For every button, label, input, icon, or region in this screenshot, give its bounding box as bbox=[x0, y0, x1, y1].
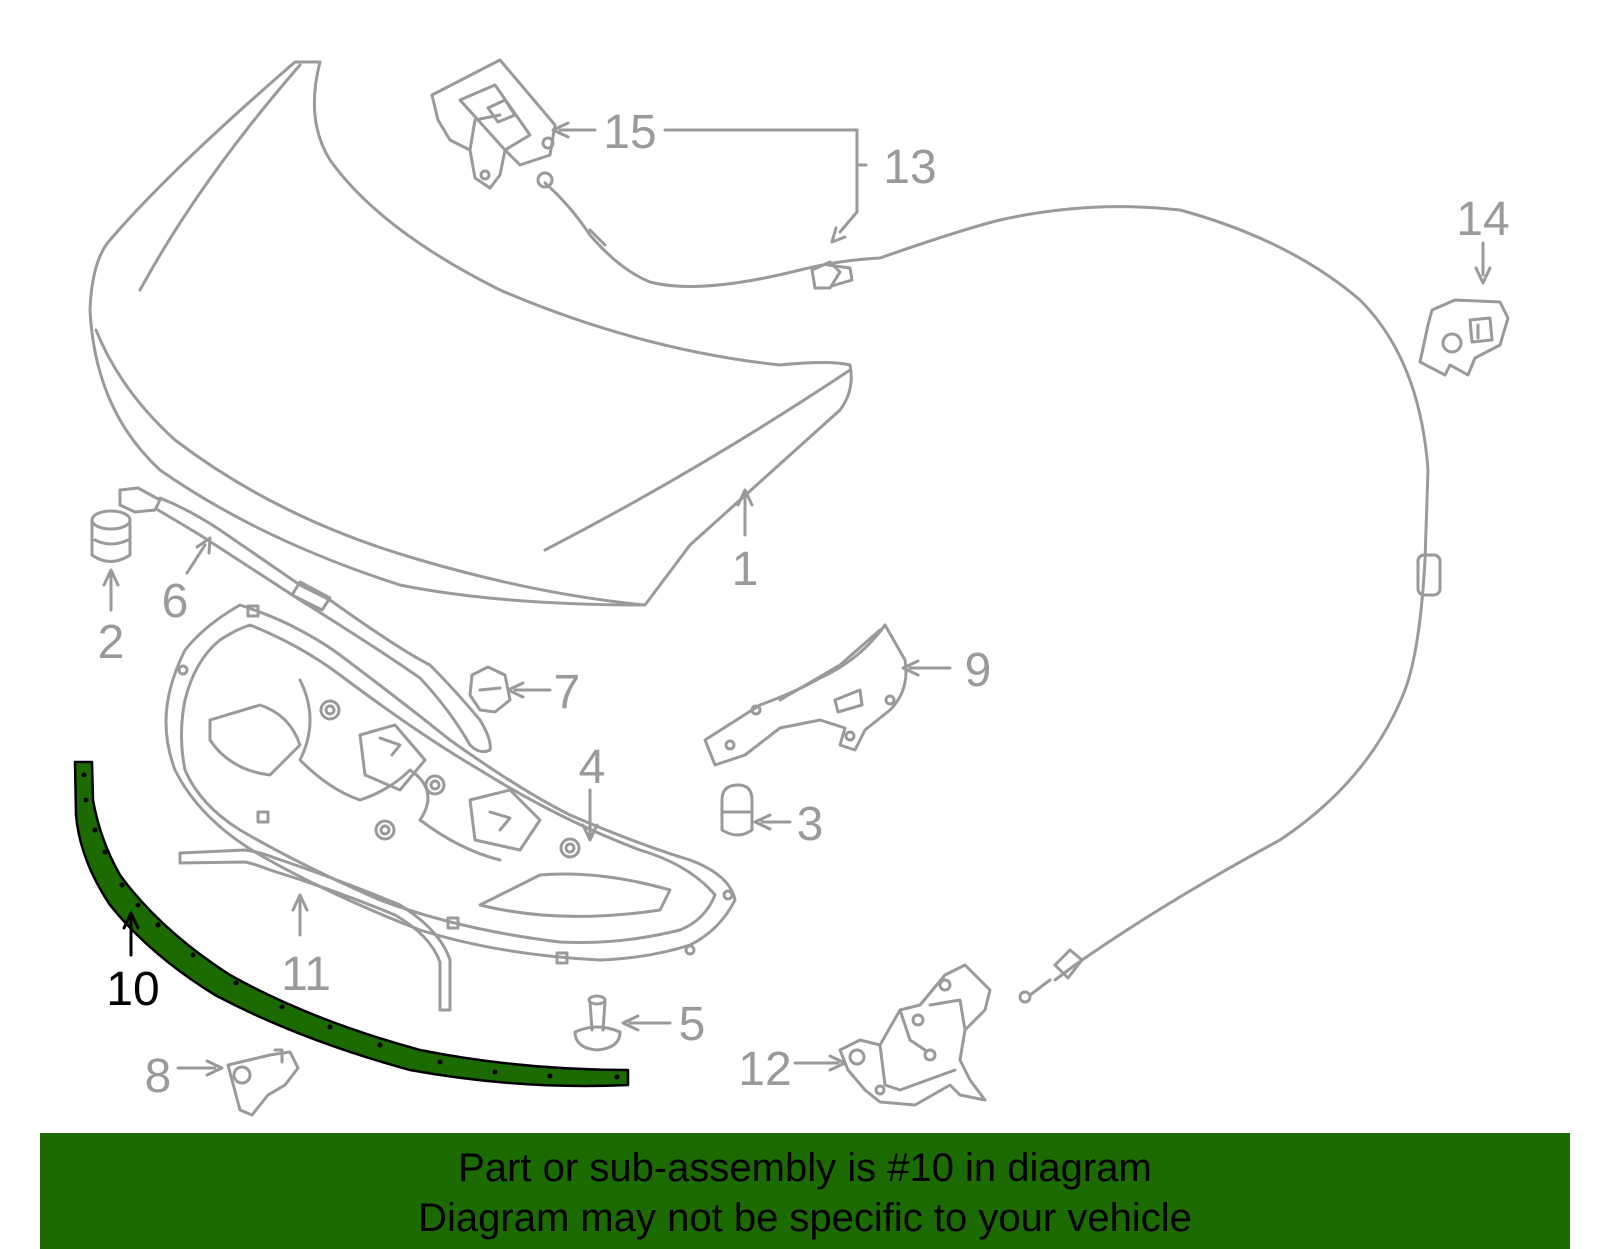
callout-3: 3 bbox=[797, 798, 824, 851]
callout-1: 1 bbox=[732, 543, 759, 596]
callout-9: 9 bbox=[965, 644, 992, 697]
hood-part-1 bbox=[88, 60, 853, 607]
callout-2: 2 bbox=[98, 616, 125, 669]
support-rod-part-6 bbox=[118, 486, 492, 754]
callout-13: 13 bbox=[883, 141, 936, 194]
callout-10: 10 bbox=[106, 963, 159, 1016]
grommet-part-7 bbox=[468, 665, 512, 714]
info-banner: Part or sub-assembly is #10 in diagram D… bbox=[40, 1133, 1570, 1249]
seal-part-11 bbox=[178, 848, 452, 1012]
latch-part-12 bbox=[838, 963, 992, 1107]
release-handle-part-15 bbox=[430, 58, 557, 190]
insulator-part-4 bbox=[164, 603, 737, 965]
leader-line-10 bbox=[122, 911, 140, 957]
bumper-part-2 bbox=[90, 509, 132, 563]
leader-lines bbox=[102, 121, 1492, 1077]
callout-15: 15 bbox=[603, 106, 656, 159]
callout-12: 12 bbox=[738, 1043, 791, 1096]
banner-line-2: Diagram may not be specific to your vehi… bbox=[418, 1196, 1192, 1240]
callout-8: 8 bbox=[145, 1050, 172, 1103]
banner-line-1: Part or sub-assembly is #10 in diagram bbox=[458, 1146, 1152, 1190]
seal-part-10-highlighted bbox=[73, 760, 630, 1088]
release-cable-part-13 bbox=[536, 171, 1442, 1004]
callout-14: 14 bbox=[1456, 193, 1509, 246]
hinge-part-9 bbox=[703, 623, 908, 767]
callout-11: 11 bbox=[281, 948, 331, 1001]
callout-7: 7 bbox=[554, 666, 581, 719]
clip-part-14 bbox=[1418, 298, 1510, 377]
bumper-part-3 bbox=[720, 783, 754, 837]
callout-4: 4 bbox=[579, 741, 606, 794]
callout-6: 6 bbox=[162, 575, 189, 628]
callout-5: 5 bbox=[679, 998, 706, 1051]
striker-part-8 bbox=[226, 1048, 300, 1117]
push-clip-part-5 bbox=[573, 994, 622, 1052]
